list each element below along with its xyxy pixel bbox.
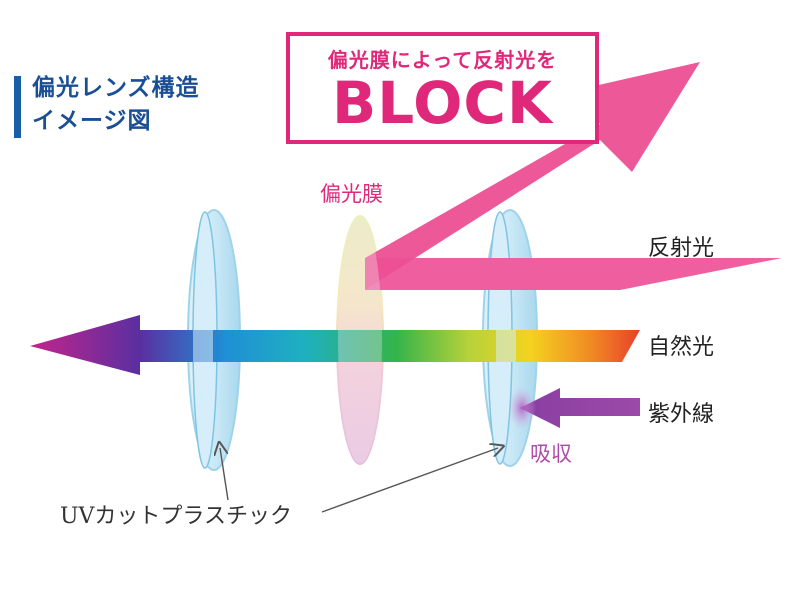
spectrum-lens-overlay-right bbox=[496, 330, 516, 362]
diagram-title: 偏光レンズ構造 イメージ図 bbox=[14, 72, 200, 138]
blocked-reflection-arrow bbox=[365, 62, 700, 290]
title-line-2: イメージ図 bbox=[32, 108, 152, 134]
block-callout-main: BLOCK bbox=[332, 69, 553, 137]
absorption-glow bbox=[508, 386, 536, 430]
natural-light-label: 自然光 bbox=[648, 335, 715, 360]
block-callout-box: 偏光膜によって反射光を BLOCK bbox=[286, 32, 599, 144]
pointer-line-right-lens bbox=[321, 448, 498, 513]
absorption-label: 吸収 bbox=[530, 442, 572, 466]
reflected-light-band bbox=[365, 258, 782, 290]
reflected-light-label: 反射光 bbox=[648, 236, 715, 261]
polarizing-film-label: 偏光膜 bbox=[320, 182, 383, 206]
pointer-line-left-lens bbox=[220, 448, 229, 501]
polarizing-film-overlay bbox=[338, 217, 382, 463]
natural-light-arrow bbox=[30, 315, 640, 375]
ultraviolet-label: 紫外線 bbox=[648, 402, 715, 427]
title-line-1: 偏光レンズ構造 bbox=[32, 75, 200, 101]
title-accent-bar bbox=[14, 76, 21, 138]
uv-cut-plastic-label: UVカットプラスチック bbox=[60, 504, 292, 529]
ultraviolet-arrow bbox=[520, 388, 640, 428]
spectrum-lens-overlay-left bbox=[193, 330, 213, 362]
block-callout-subtitle: 偏光膜によって反射光を bbox=[327, 48, 558, 72]
